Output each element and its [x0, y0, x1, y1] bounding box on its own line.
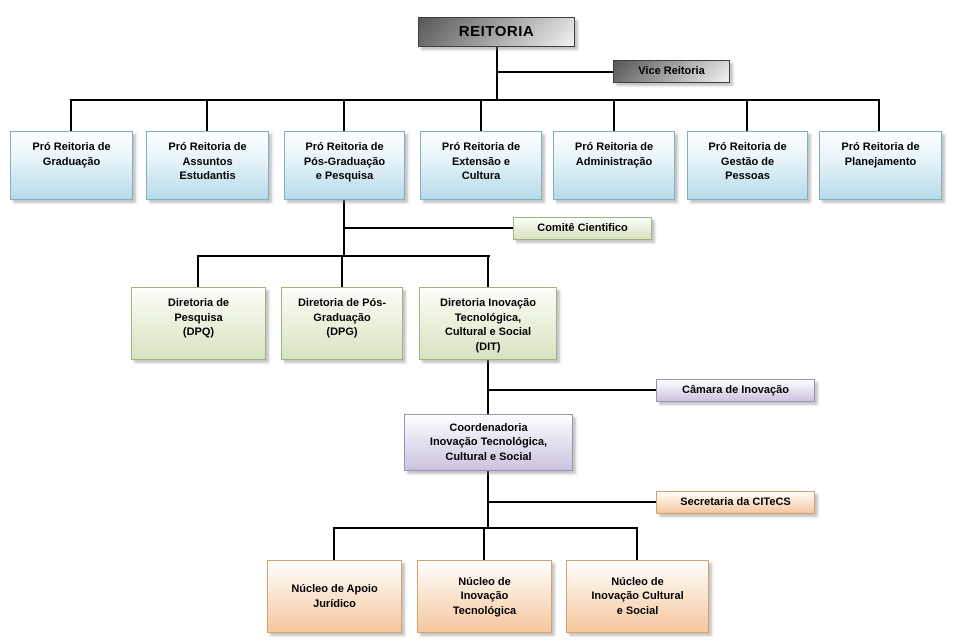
connector-drop-planejamento [878, 99, 880, 132]
node-coordenadoria-citecs: Coordenadoria Inovação Tecnológica, Cult… [404, 414, 573, 471]
connector-vice-branch [496, 71, 613, 73]
connector-drop-juridico [333, 527, 335, 561]
node-vice-reitoria: Vice Reitoria [613, 60, 730, 83]
node-diretoria-pos-graduacao-dpg: Diretoria de Pós- Graduação (DPG) [281, 287, 403, 360]
connector-main-horizontal [70, 99, 880, 101]
connector-dit-stem [487, 359, 489, 415]
connector-drop-graduacao [70, 99, 72, 132]
connector-drop-dpq [197, 255, 199, 288]
node-pro-reitoria-gestao-pessoas: Pró Reitoria de Gestão de Pessoas [687, 131, 808, 200]
node-comite-cientifico: Comitê Cientifico [513, 217, 652, 240]
node-pro-reitoria-extensao-cultura: Pró Reitoria de Extensão e Cultura [420, 131, 542, 200]
node-pro-reitoria-graduacao: Pró Reitoria de Graduação [10, 131, 133, 200]
connector-drop-dpg [341, 255, 343, 288]
connector-camara-branch [487, 389, 657, 391]
connector-nucleos-horizontal [333, 527, 638, 529]
connector-drop-administracao [613, 99, 615, 132]
connector-secretaria-branch [487, 501, 657, 503]
connector-comite-branch [343, 227, 514, 229]
node-nucleo-apoio-juridico: Núcleo de Apoio Jurídico [267, 560, 402, 633]
node-secretaria-citecs: Secretaria da CITeCS [656, 491, 815, 514]
node-nucleo-inovacao-cultural-social: Núcleo de Inovação Cultural e Social [566, 560, 709, 633]
connector-drop-extensao [480, 99, 482, 132]
node-diretoria-pesquisa-dpq: Diretoria de Pesquisa (DPQ) [131, 287, 266, 360]
node-reitoria: REITORIA [418, 17, 575, 47]
node-pro-reitoria-administracao: Pró Reitoria de Administração [553, 131, 675, 200]
connector-drop-cultural [636, 527, 638, 561]
connector-drop-dit [487, 255, 489, 288]
node-pro-reitoria-planejamento: Pró Reitoria de Planejamento [819, 131, 942, 200]
connector-drop-tecnologica [483, 527, 485, 561]
node-pro-reitoria-pos-graduacao-pesquisa: Pró Reitoria de Pós-Graduação e Pesquisa [284, 131, 405, 200]
node-nucleo-inovacao-tecnologica: Núcleo de Inovação Tecnológica [417, 560, 552, 633]
connector-drop-gestao [746, 99, 748, 132]
node-camara-inovacao: Câmara de Inovação [656, 379, 815, 402]
connector-drop-posgrad [343, 99, 345, 132]
connector-coordenadoria-stem [487, 470, 489, 528]
connector-diretorias-horizontal [197, 255, 490, 257]
connector-drop-assuntos [206, 99, 208, 132]
node-pro-reitoria-assuntos-estudantis: Pró Reitoria de Assuntos Estudantis [146, 131, 269, 200]
node-diretoria-inovacao-dit: Diretoria Inovação Tecnológica, Cultural… [419, 287, 557, 360]
